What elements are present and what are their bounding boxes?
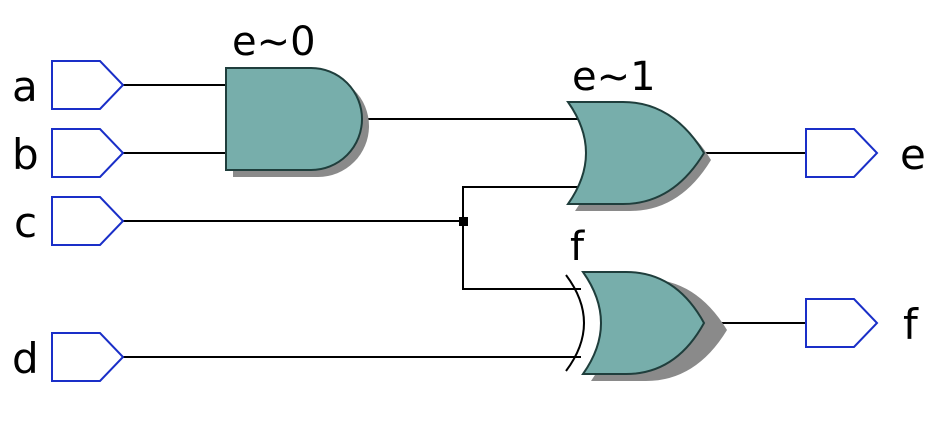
xor-gate-extra-arc [565, 274, 585, 372]
input-label-a: a [12, 62, 38, 111]
input-port-b[interactable]: b [12, 128, 125, 179]
input-label-c: c [14, 198, 37, 247]
output-port-e[interactable]: e [805, 128, 926, 179]
input-port-shape [51, 60, 125, 110]
input-port-shape [51, 128, 125, 178]
gate-label-e1: e~1 [572, 54, 656, 100]
or-gate-body [566, 101, 706, 205]
or-gate-e1[interactable]: e~1 [566, 54, 711, 211]
output-port-shape [805, 298, 879, 348]
input-port-shape [51, 196, 125, 246]
input-port-shape [51, 332, 125, 382]
input-label-b: b [12, 130, 39, 179]
output-ports: e f [805, 128, 926, 349]
input-port-d[interactable]: d [12, 332, 125, 383]
wire-c-to-or [462, 186, 583, 221]
and-gate-e0[interactable]: e~0 [225, 19, 369, 177]
and-gate-body [225, 67, 363, 171]
xor-gate-body [581, 271, 706, 375]
wire-c-to-xor [462, 221, 581, 290]
junction-dot [459, 217, 468, 226]
input-ports: a b c d [12, 60, 125, 383]
gate-label-f: f [570, 224, 585, 270]
input-port-c[interactable]: c [14, 196, 125, 247]
output-port-f[interactable]: f [805, 298, 919, 349]
xor-gate-f[interactable]: f [565, 224, 727, 381]
input-label-d: d [12, 334, 39, 383]
output-label-f: f [903, 300, 919, 349]
output-port-shape [805, 128, 879, 178]
gate-label-e0: e~0 [232, 19, 316, 65]
wires [123, 84, 806, 358]
input-port-a[interactable]: a [12, 60, 125, 111]
output-label-e: e [900, 130, 926, 179]
